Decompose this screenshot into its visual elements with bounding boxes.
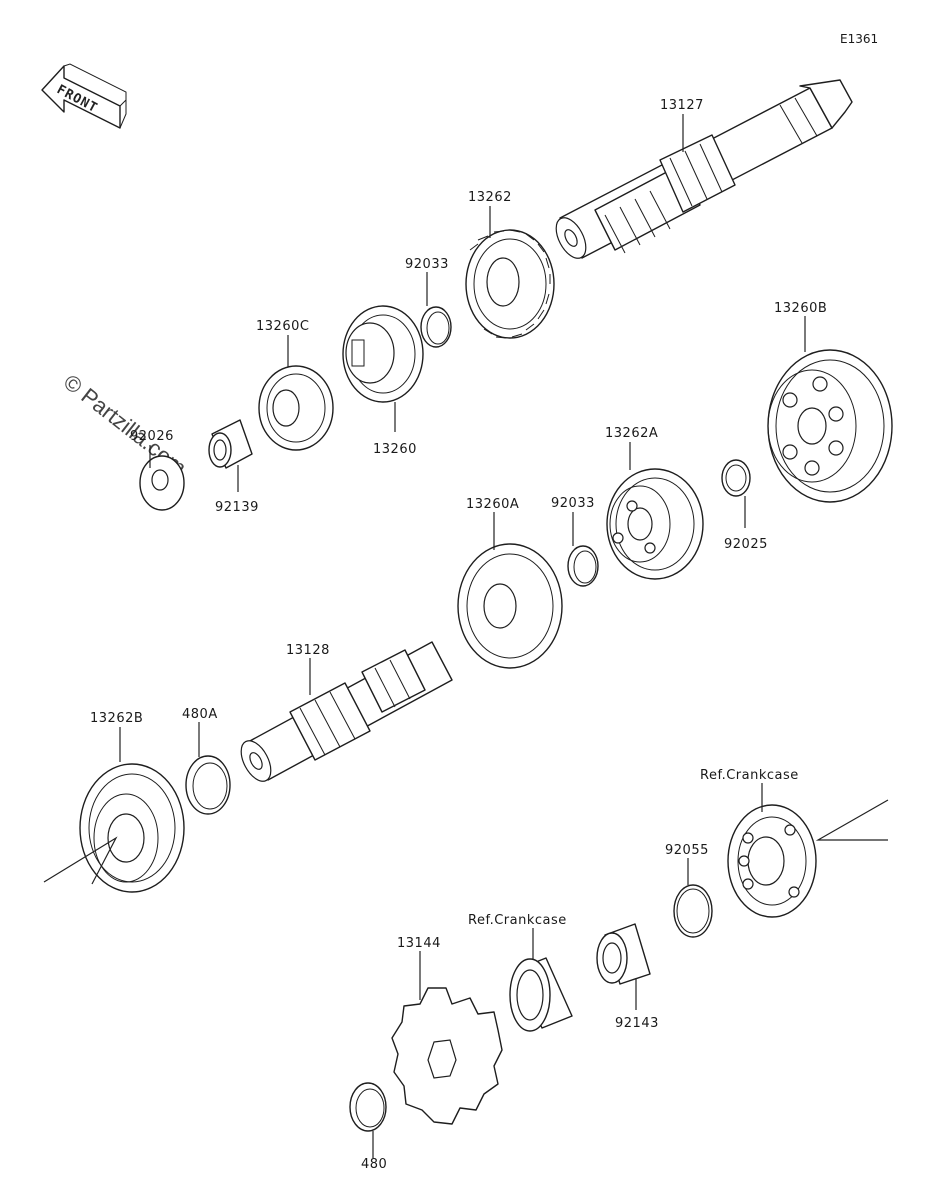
gear-13260A <box>457 543 563 669</box>
label-13128: 13128 <box>286 643 330 658</box>
washer-92026 <box>139 455 185 511</box>
label-13262B: 13262B <box>90 711 143 726</box>
label-92026: 92026 <box>130 429 174 444</box>
oil-seal-crankcase-center <box>509 957 573 1032</box>
diagram-code: E1361 <box>840 32 878 46</box>
gear-13262B <box>79 763 185 893</box>
label-13260A: 13260A <box>466 497 519 512</box>
gear-13262 <box>465 229 555 339</box>
bushing-92139 <box>208 419 253 469</box>
pointer-13262B <box>43 836 118 885</box>
gear-13260C <box>258 365 334 451</box>
label-13144: 13144 <box>397 936 441 951</box>
label-92139: 92139 <box>215 500 259 515</box>
main-shaft-13127 <box>555 79 853 259</box>
pointer-ref-crankcase-right <box>815 799 889 841</box>
label-480A: 480A <box>182 707 218 722</box>
sprocket-13144 <box>391 987 503 1125</box>
label-13262: 13262 <box>468 190 512 205</box>
circlip-480 <box>349 1082 387 1132</box>
label-92025: 92025 <box>724 537 768 552</box>
gear-13260B <box>767 349 893 503</box>
counter-shaft-13128 <box>240 641 453 782</box>
washer-92025 <box>721 459 751 497</box>
label-480: 480 <box>361 1157 387 1172</box>
label-92055: 92055 <box>665 843 709 858</box>
circlip-92033-top <box>420 306 452 348</box>
o-ring-92055 <box>673 884 713 938</box>
gear-13262A <box>606 468 704 580</box>
circlip-92033-mid <box>567 545 599 587</box>
front-arrow-icon: FRONT <box>41 63 127 129</box>
label-13260: 13260 <box>373 442 417 457</box>
label-13260C: 13260C <box>256 319 309 334</box>
label-ref-crankcase-right: Ref.Crankcase <box>700 768 799 783</box>
gear-13260 <box>342 305 424 403</box>
label-13260B: 13260B <box>774 301 827 316</box>
bearing-crankcase-right <box>727 804 817 918</box>
label-92143: 92143 <box>615 1016 659 1031</box>
collar-92143 <box>596 923 651 985</box>
circlip-480A <box>185 755 231 815</box>
label-92033-mid: 92033 <box>551 496 595 511</box>
label-ref-crankcase-center: Ref.Crankcase <box>468 913 567 928</box>
label-92033-top: 92033 <box>405 257 449 272</box>
label-13127: 13127 <box>660 98 704 113</box>
label-13262A: 13262A <box>605 426 658 441</box>
